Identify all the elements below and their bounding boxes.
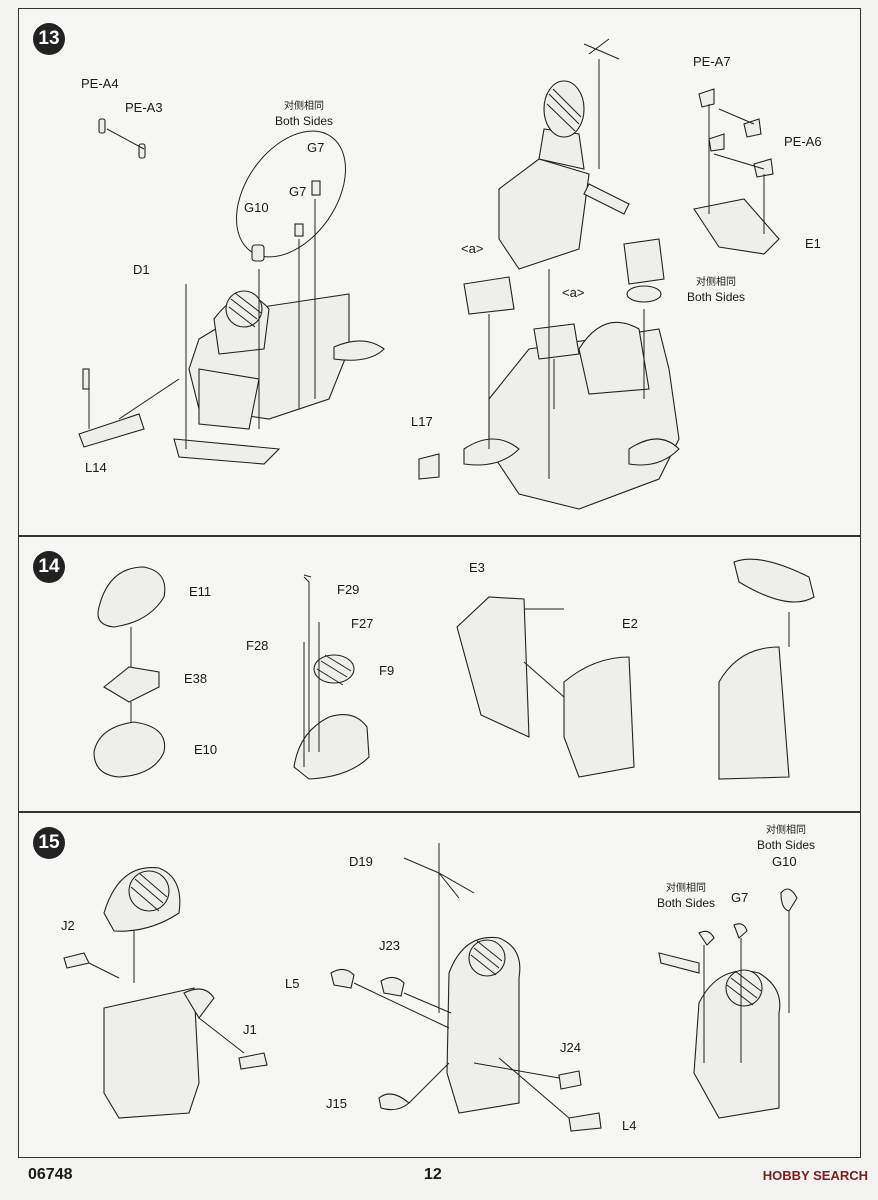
part-label-d1: D1 <box>133 262 150 277</box>
part-label-e11: E11 <box>189 584 212 599</box>
step-13-panel: 13 <box>18 8 861 536</box>
step-13-drawing <box>78 38 780 510</box>
part-label-j2: J2 <box>61 918 75 933</box>
part-label-pe-a7: PE-A7 <box>693 54 731 69</box>
step-14-panel: 14 E11 E38 E10 F29 F27 F28 F9 E3 E2 <box>18 536 861 812</box>
step-number-badge: 13 <box>33 23 65 55</box>
watermark-logo: HOBBY SEARCH <box>762 1168 868 1183</box>
part-label-e1: E1 <box>805 236 821 251</box>
part-label-e3: E3 <box>469 560 485 575</box>
step-number-badge: 15 <box>33 827 65 859</box>
part-label-g10: G10 <box>772 854 797 869</box>
part-label-g10: G10 <box>244 200 269 215</box>
step-14-drawing <box>93 558 815 780</box>
part-label-g7: G7 <box>307 140 325 155</box>
part-label-j15: J15 <box>326 1096 347 1111</box>
part-label-pe-a4: PE-A4 <box>81 76 119 91</box>
part-label-j23: J23 <box>379 938 400 953</box>
page-number: 12 <box>424 1166 442 1183</box>
part-label-pe-a6: PE-A6 <box>784 134 822 149</box>
part-label-pe-a3: PE-A3 <box>125 100 163 115</box>
part-label-a: <a> <box>562 285 585 300</box>
part-label-e38: E38 <box>184 671 208 686</box>
kit-number: 06748 <box>28 1166 73 1183</box>
step-number-badge: 14 <box>33 551 65 583</box>
part-label-g7: G7 <box>731 890 749 905</box>
part-label-e10: E10 <box>194 742 218 757</box>
part-label-l17: L17 <box>411 414 433 429</box>
step-15-drawing <box>63 843 798 1132</box>
part-label-g7: G7 <box>289 184 307 199</box>
part-label-l5: L5 <box>285 976 300 991</box>
part-label-f28: F28 <box>246 638 269 653</box>
part-label-a: <a> <box>461 241 484 256</box>
part-label-d19: D19 <box>349 854 373 869</box>
part-label-l4: L4 <box>622 1118 637 1133</box>
part-label-f27: F27 <box>351 616 374 631</box>
part-label-l14: L14 <box>85 460 107 475</box>
part-label-e2: E2 <box>622 616 638 631</box>
part-label-j24: J24 <box>560 1040 581 1055</box>
part-label-f9: F9 <box>379 663 395 678</box>
part-label-j1: J1 <box>243 1022 257 1037</box>
part-label-f29: F29 <box>337 582 360 597</box>
